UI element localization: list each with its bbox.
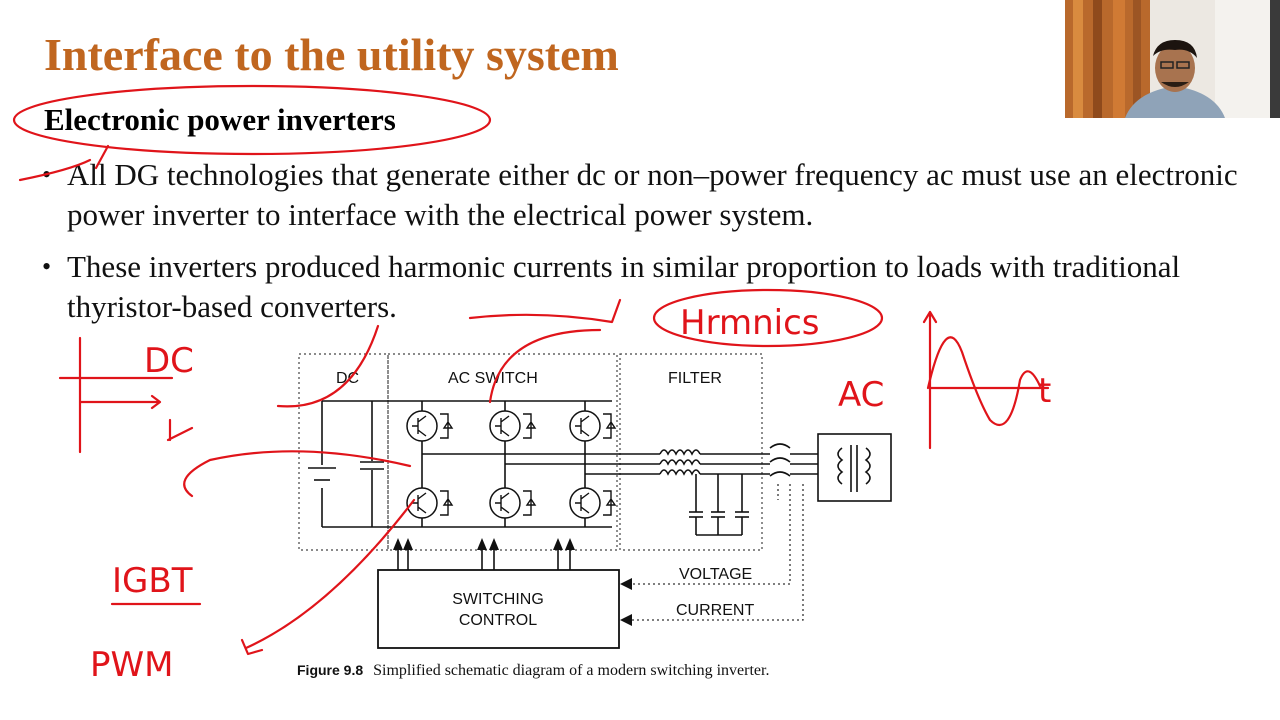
switching-control-label-line1: SWITCHING xyxy=(452,591,544,608)
t-axis-ink: t xyxy=(1038,371,1051,411)
section-subheading: Electronic power inverters xyxy=(44,102,396,137)
figure-caption-text: Simplified schematic diagram of a modern… xyxy=(373,662,770,679)
waveform-axes-ink xyxy=(922,310,1050,450)
igbt-switch xyxy=(406,410,438,442)
figure-number: Figure 9.8 xyxy=(297,662,364,678)
current-feedback-label: CURRENT xyxy=(676,602,754,619)
ac-switch-section-label: AC SWITCH xyxy=(448,370,538,387)
subheading-circle-ink xyxy=(12,84,492,156)
dc-ink: DC xyxy=(144,341,194,381)
igbt-switch xyxy=(406,487,438,519)
pointer-stroke-ink xyxy=(18,144,110,182)
harmonics-circle-ink xyxy=(652,288,884,348)
ac-waveform-ink xyxy=(926,336,1042,427)
filter-section-box xyxy=(619,353,763,551)
switching-control-box xyxy=(377,569,620,649)
bullet-item: • All DG technologies that generate eith… xyxy=(42,155,1252,235)
pwm-ink: PWM xyxy=(90,645,173,685)
igbt-switch xyxy=(569,410,601,442)
bullet-item: • These inverters produced harmonic curr… xyxy=(42,247,1252,327)
filter-section-label: FILTER xyxy=(668,370,722,387)
ac-ink: AC xyxy=(838,375,884,415)
ac-switch-section-box xyxy=(387,353,618,551)
webcam-video xyxy=(1065,0,1280,118)
switching-control-label-line2: CONTROL xyxy=(459,612,537,629)
igbt-switch xyxy=(569,487,601,519)
pwm-arrow-ink xyxy=(240,498,416,656)
slide-title: Interface to the utility system xyxy=(44,29,619,80)
ink-annotations: Hrmnics DC AC t IGBT PWM xyxy=(12,84,1051,685)
voltage-feedback-label: VOLTAGE xyxy=(679,566,752,583)
dc-pointer-ink xyxy=(183,324,412,498)
dc-source-ink xyxy=(58,336,194,454)
figure-caption: Figure 9.8 Simplified schematic diagram o… xyxy=(297,662,769,680)
ac-switch-pointer-ink xyxy=(488,328,602,404)
presenter-image xyxy=(1065,0,1280,118)
converters-underline-ink xyxy=(468,298,622,324)
bullet-text: These inverters produced harmonic curren… xyxy=(67,249,1181,324)
bullet-dot: • xyxy=(42,252,52,281)
igbt-ink: IGBT xyxy=(112,561,193,601)
harmonics-ink: Hrmnics xyxy=(680,303,819,343)
igbt-switch xyxy=(489,487,521,519)
bullet-text: All DG technologies that generate either… xyxy=(67,157,1238,232)
igbt-switch xyxy=(489,410,521,442)
